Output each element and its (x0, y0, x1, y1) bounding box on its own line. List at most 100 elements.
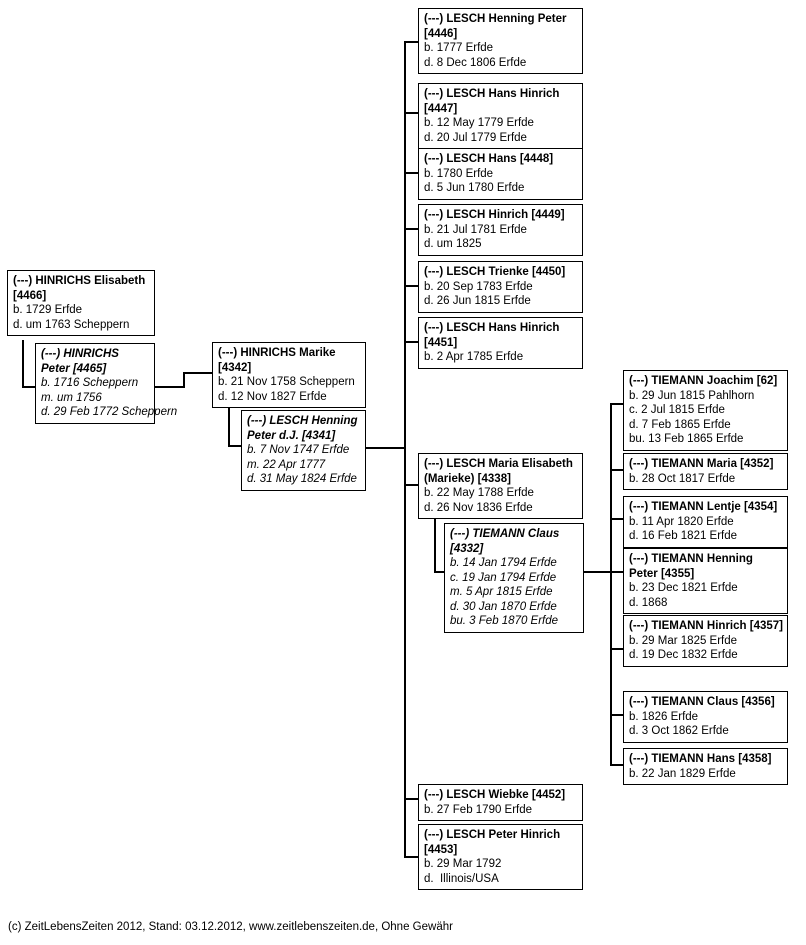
person-box-lesch-hans-hinrich-4447[interactable]: (---) LESCH Hans Hinrich [4447] b. 12 Ma… (418, 83, 583, 149)
person-event-2: d. 29 Feb 1772 Scheppern (41, 406, 178, 418)
connector-peter-right (154, 386, 184, 388)
connector-tiemann-right (584, 571, 612, 573)
connector-stub-lesch-4447 (404, 112, 419, 114)
person-event-0: b. 1777 Erfde (424, 42, 494, 54)
person-box-tiemann-henning-peter-4355[interactable]: (---) TIEMANN Henning Peter [4355] b. 23… (623, 548, 788, 614)
person-event-1: d. um 1825 (424, 238, 482, 250)
person-box-lesch-maria-elisabeth[interactable]: (---) LESCH Maria Elisabeth (Marieke) [4… (418, 453, 583, 519)
person-name: (---) TIEMANN Claus [4332] (450, 528, 563, 555)
person-event-0: b. 14 Jan 1794 Erfde (450, 557, 557, 569)
person-event-0: b. 22 May 1788 Erfde (424, 487, 534, 499)
person-box-tiemann-joachim-62[interactable]: (---) TIEMANN Joachim [62] b. 29 Jun 181… (623, 370, 788, 451)
person-name: (---) TIEMANN Lentje [4354] (629, 501, 778, 513)
person-event-1: d. um 1763 Scheppern (13, 318, 130, 331)
connector-stub-lesch-4451 (404, 341, 419, 343)
person-event-1: m. um 1756 (41, 391, 102, 404)
person-event-0: b. 20 Sep 1783 Erfde (424, 280, 533, 293)
person-box-tiemann-maria-4352[interactable]: (---) TIEMANN Maria [4352] b. 28 Oct 181… (623, 453, 788, 490)
person-name: (---) HINRICHS Peter [4465] (41, 348, 123, 375)
person-box-lesch-peter-hinrich-4453[interactable]: (---) LESCH Peter Hinrich [4453] b. 29 M… (418, 824, 583, 890)
connector-stub-lesch-4450 (404, 285, 419, 287)
person-event-0: b. 29 Mar 1792 (424, 858, 502, 870)
person-name: (---) LESCH Hans Hinrich [4451] (424, 322, 563, 349)
connector-elisabeth-vertical (22, 340, 24, 387)
connector-tiemann-children-spine (610, 403, 612, 765)
person-name: (---) LESCH Maria Elisabeth (Marieke) [4… (424, 458, 577, 485)
person-box-lesch-hans-hinrich-4451[interactable]: (---) LESCH Hans Hinrich [4451] b. 2 Apr… (418, 317, 583, 369)
connector-marieke-to-tiemann (434, 571, 446, 573)
person-event-1: d. 8 Dec 1806 Erfde (424, 56, 527, 69)
connector-stub-tiemann-4355 (610, 571, 624, 573)
person-event-1: d. 19 Dec 1832 Erfde (629, 649, 738, 661)
person-event-1: d. 26 Jun 1815 Erfde (424, 295, 531, 307)
person-name: (---) LESCH Henning Peter d.J. [4341] (247, 415, 361, 442)
person-event-0: b. 1729 Erfde (13, 304, 83, 316)
person-event-1: d. 26 Nov 1836 Erfde (424, 501, 533, 514)
connector-stub-lesch-4448 (404, 172, 419, 174)
person-name: (---) HINRICHS Elisabeth [4466] (13, 275, 149, 302)
person-name: (---) LESCH Peter Hinrich [4453] (424, 829, 564, 856)
connector-stub-lesch-4449 (404, 228, 419, 230)
connector-lesch-children-spine (404, 41, 406, 857)
person-name: (---) TIEMANN Maria [4352] (629, 458, 774, 470)
connector-stub-lesch-4453 (404, 856, 419, 858)
person-event-0: b. 22 Jan 1829 Erfde (629, 767, 736, 780)
person-name: (---) LESCH Wiebke [4452] (424, 789, 566, 801)
person-name: (---) TIEMANN Henning Peter [4355] (629, 553, 757, 580)
person-event-2: d. 7 Feb 1865 Erfde (629, 418, 731, 431)
person-event-2: d. 31 May 1824 Erfde (247, 473, 357, 485)
person-name: (---) TIEMANN Hans [4358] (629, 753, 772, 765)
person-event-0: b. 29 Mar 1825 Erfde (629, 634, 738, 647)
person-box-tiemann-claus-4356[interactable]: (---) TIEMANN Claus [4356] b. 1826 Erfde… (623, 691, 788, 743)
person-box-hinrichs-elisabeth[interactable]: (---) HINRICHS Elisabeth [4466] b. 1729 … (7, 270, 155, 336)
person-box-lesch-henning-peter[interactable]: (---) LESCH Henning Peter [4446] b. 1777… (418, 8, 583, 74)
person-event-2: m. 5 Apr 1815 Erfde (450, 586, 553, 598)
person-event-0: b. 2 Apr 1785 Erfde (424, 351, 524, 363)
person-box-lesch-trienke-4450[interactable]: (---) LESCH Trienke [4450] b. 20 Sep 178… (418, 261, 583, 313)
person-box-tiemann-hinrich-4357[interactable]: (---) TIEMANN Hinrich [4357] b. 29 Mar 1… (623, 615, 788, 667)
copyright-footer: (c) ZeitLebensZeiten 2012, Stand: 03.12.… (8, 921, 453, 933)
connector-stub-tiemann-4357 (610, 648, 624, 650)
person-event-0: b. 12 May 1779 Erfde (424, 117, 534, 129)
person-event-1: c. 19 Jan 1794 Erfde (450, 571, 557, 584)
person-event-0: b. 23 Dec 1821 Erfde (629, 582, 738, 594)
person-box-tiemann-hans-4358[interactable]: (---) TIEMANN Hans [4358] b. 22 Jan 1829… (623, 748, 788, 785)
person-event-1: d. 16 Feb 1821 Erfde (629, 530, 738, 542)
connector-stub-tiemann-4358 (610, 764, 624, 766)
person-name: (---) LESCH Hinrich [4449] (424, 209, 565, 221)
connector-into-marike (183, 372, 213, 374)
connector-lesch-right (366, 447, 405, 449)
person-event-4: bu. 3 Feb 1870 Erfde (450, 615, 559, 627)
person-event-3: bu. 13 Feb 1865 Erfde (629, 433, 744, 445)
person-event-1: c. 2 Jul 1815 Erfde (629, 404, 725, 416)
person-box-lesch-hans-4448[interactable]: (---) LESCH Hans [4448] b. 1780 Erfde d.… (418, 148, 583, 200)
connector-stub-tiemann-4354 (610, 518, 624, 520)
person-event-1: d. 20 Jul 1779 Erfde (424, 131, 527, 144)
connector-marike-vertical (228, 396, 230, 446)
connector-stub-tiemann-62 (610, 403, 624, 405)
connector-marieke-vertical (434, 512, 436, 572)
person-event-0: b. 11 Apr 1820 Erfde (629, 515, 734, 528)
person-box-tiemann-claus-4332[interactable]: (---) TIEMANN Claus [4332] b. 14 Jan 179… (444, 523, 584, 633)
person-event-0: b. 1826 Erfde (629, 710, 699, 723)
connector-elisabeth-to-peter (22, 386, 36, 388)
person-event-0: b. 7 Nov 1747 Erfde (247, 444, 350, 456)
person-name: (---) LESCH Hans [4448] (424, 153, 554, 165)
person-box-lesch-henning-peter-dj[interactable]: (---) LESCH Henning Peter d.J. [4341] b.… (241, 410, 366, 491)
person-box-tiemann-lentje-4354[interactable]: (---) TIEMANN Lentje [4354] b. 11 Apr 18… (623, 496, 788, 548)
person-event-3: d. 30 Jan 1870 Erfde (450, 600, 557, 613)
connector-stub-tiemann-4352 (610, 469, 624, 471)
person-box-hinrichs-peter[interactable]: (---) HINRICHS Peter [4465] b. 1716 Sche… (35, 343, 178, 424)
person-box-hinrichs-marike[interactable]: (---) HINRICHS Marike [4342] b. 21 Nov 1… (212, 342, 366, 408)
person-name: (---) HINRICHS Marike [4342] (218, 347, 339, 374)
person-box-lesch-hinrich-4449[interactable]: (---) LESCH Hinrich [4449] b. 21 Jul 178… (418, 204, 583, 256)
person-event-1: d. 12 Nov 1827 Erfde (218, 390, 327, 403)
person-event-0: b. 27 Feb 1790 Erfde (424, 803, 533, 816)
person-name: (---) LESCH Hans Hinrich [4447] (424, 88, 563, 115)
connector-marike-to-lesch (228, 445, 242, 447)
person-event-0: b. 1716 Scheppern (41, 377, 139, 389)
connector-stub-lesch-4452 (404, 798, 419, 800)
person-box-lesch-wiebke-4452[interactable]: (---) LESCH Wiebke [4452] b. 27 Feb 1790… (418, 784, 583, 821)
person-event-0: b. 21 Jul 1781 Erfde (424, 223, 527, 236)
